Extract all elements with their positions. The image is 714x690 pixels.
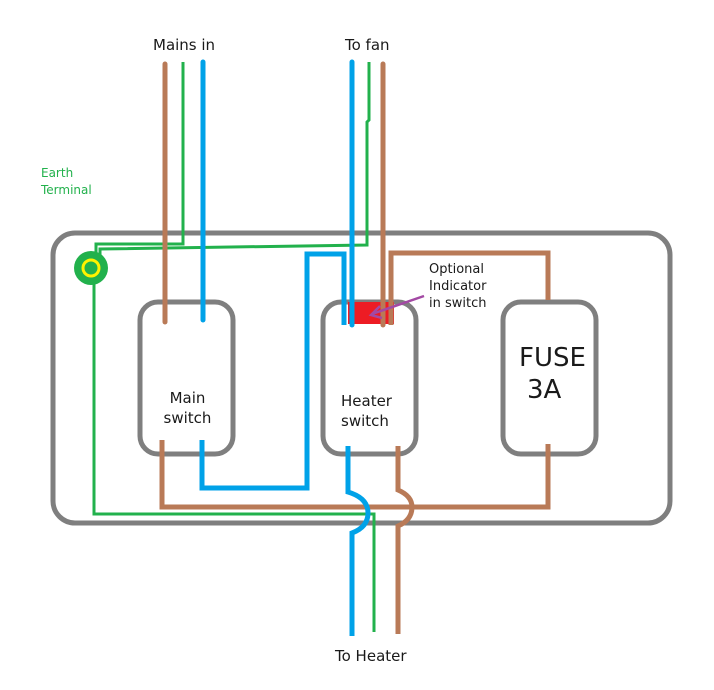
live-wires [159,61,551,634]
indicator-label-line1: Optional [429,262,484,277]
earth-terminal-label: Earth Terminal [41,165,92,199]
neutral-wire-main-to-heater [199,251,347,491]
earth-wire-fan [98,62,371,262]
indicator-label-line3: in switch [429,296,487,311]
to-fan-label: To fan [345,36,390,54]
main-switch-label-line1: Main [169,389,206,407]
earth-terminal-label-line1: Earth [41,166,74,180]
live-wire-main-to-fuse [159,440,551,510]
indicator-light [348,302,394,324]
fuse-label-line1: FUSE [519,343,586,373]
live-wire-fuse-to-heater-switch [388,250,551,325]
main-switch-label: Main switch [150,388,225,428]
earth-wire-heater [92,276,376,632]
heater-switch-label-line1: Heater [341,392,392,410]
heater-switch-label: Heater switch [341,391,392,431]
mains-in-label: Mains in [153,36,216,54]
earth-terminal[interactable] [74,251,108,285]
enclosure-outline [50,230,673,526]
indicator-arrow [368,294,425,320]
neutral-wires [199,59,371,636]
heater-switch-box[interactable] [320,299,419,457]
indicator-label: Optional Indicator in switch [429,261,486,312]
live-wire-heater-out [395,446,415,634]
fuse-rating-label: 3A [527,375,562,405]
fuse-label: FUSE 3A [519,342,586,406]
main-switch-label-line2: switch [163,409,212,427]
indicator-label-line2: Indicator [429,279,487,294]
main-switch-box[interactable] [137,299,236,457]
earth-terminal-ring [81,258,101,278]
to-heater-label: To Heater [335,647,407,665]
heater-switch-label-line2: switch [341,412,389,430]
earth-terminal-label-line2: Terminal [41,183,92,197]
neutral-wire-heater-out [345,446,371,636]
